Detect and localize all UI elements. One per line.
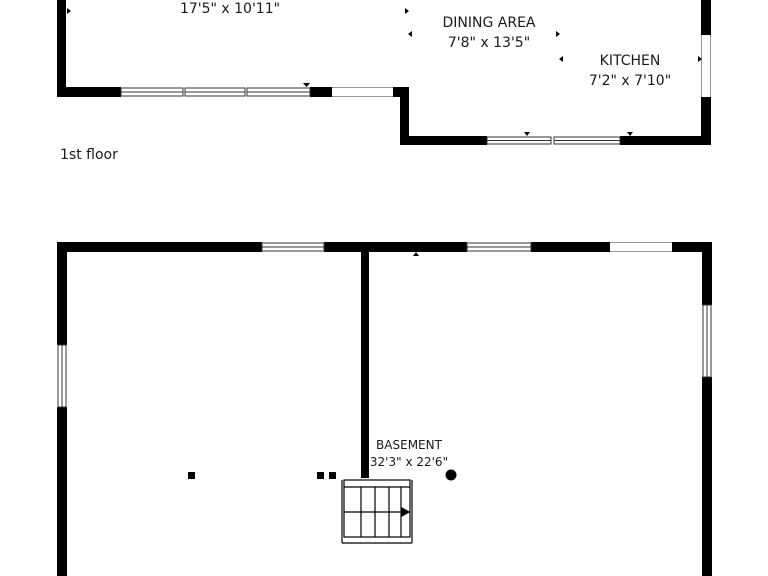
wall-basement-divider — [361, 252, 369, 478]
wall-dining-left — [400, 87, 409, 145]
first-floor-openings — [332, 35, 711, 97]
marker-8 — [524, 132, 530, 136]
first-floor-markers — [67, 8, 702, 136]
basement-windows — [57, 242, 712, 408]
basement-openings — [610, 242, 672, 252]
room-dimensions-basement: 32'3" x 22'6" — [369, 455, 449, 469]
wall-dining-bottom-a — [400, 136, 487, 145]
wall-basement-right-a — [702, 242, 712, 305]
column-2 — [317, 472, 324, 479]
column-3 — [329, 472, 336, 479]
marker-9 — [627, 132, 633, 136]
room-name-basement: BASEMENT — [376, 438, 442, 452]
wall-basement-left-b — [57, 407, 67, 576]
round-post — [445, 469, 457, 481]
wall-basement-top-a — [57, 242, 262, 252]
marker-1 — [67, 8, 71, 14]
marker-7 — [303, 83, 310, 87]
floor-label-1st: 1st floor — [60, 147, 118, 163]
wall-kitchen-right-bottom — [701, 97, 711, 145]
wall-living-bottom-b — [310, 87, 332, 97]
room-name-kitchen: KITCHEN — [599, 53, 661, 69]
wall-basement-right-b — [702, 377, 712, 576]
first-floor-walls — [57, 0, 711, 145]
marker-4 — [556, 31, 560, 37]
stairs-arrow — [401, 506, 411, 518]
room-dimensions-kitchen: 7'2" x 7'10" — [588, 73, 672, 89]
wall-dining-bottom-b — [620, 136, 710, 145]
basement-stairs — [341, 479, 413, 544]
basement-walls — [57, 242, 712, 576]
marker-5 — [559, 56, 563, 62]
wall-basement-top-b — [324, 242, 467, 252]
marker-10 — [413, 252, 419, 256]
first-floor-windows — [120, 87, 621, 145]
wall-living-bottom-a — [57, 87, 121, 97]
wall-kitchen-right-top — [701, 0, 711, 35]
marker-6 — [698, 56, 702, 62]
wall-living-left — [57, 0, 66, 97]
marker-2 — [405, 8, 409, 14]
wall-basement-top-c — [531, 242, 610, 252]
column-1 — [188, 472, 195, 479]
room-dimensions-living: 17'5" x 10'11" — [179, 1, 281, 17]
stairs-outline — [343, 479, 411, 538]
room-dimensions-dining-area: 7'8" x 13'5" — [447, 35, 531, 51]
wall-basement-left-a — [57, 242, 67, 345]
room-name-dining-area: DINING AREA — [442, 15, 536, 31]
marker-3 — [408, 31, 412, 37]
wall-basement-top-d — [672, 242, 712, 252]
